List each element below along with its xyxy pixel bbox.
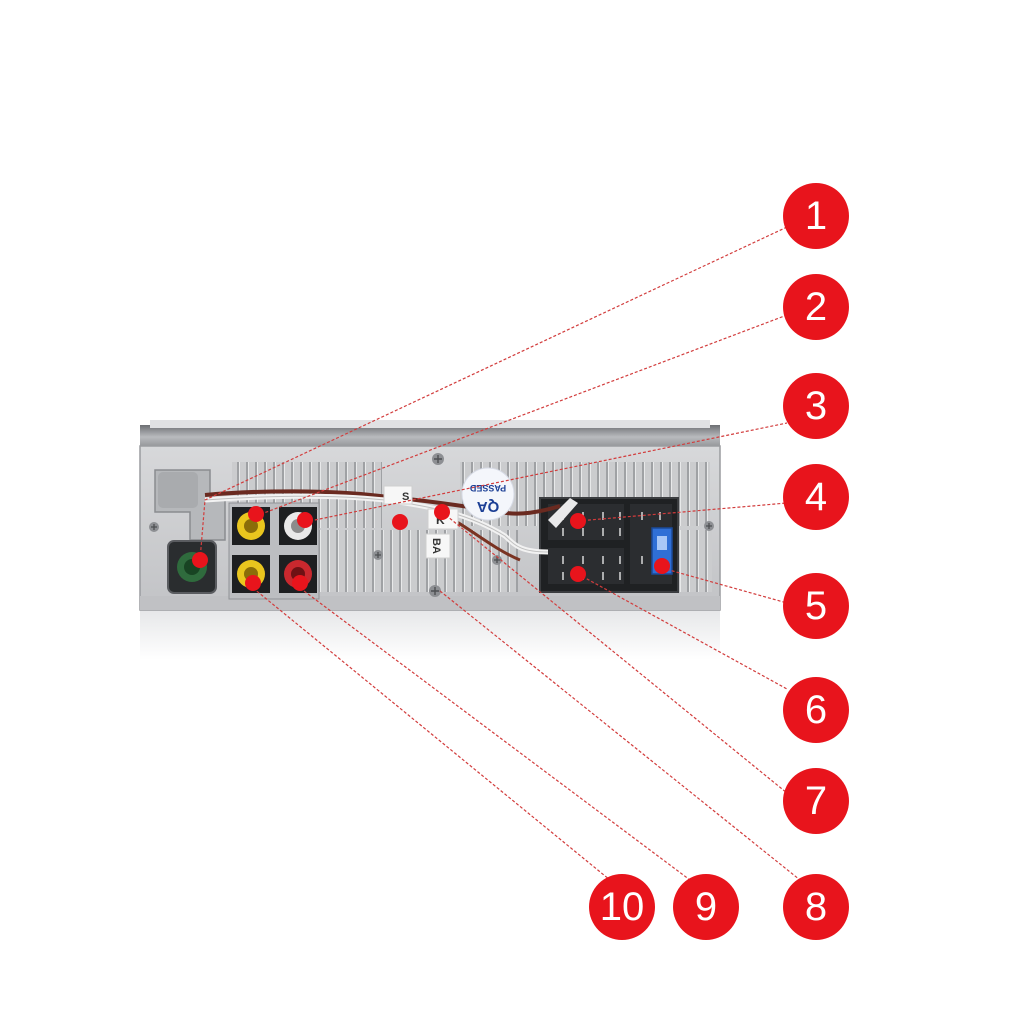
marker-dot (570, 513, 586, 529)
svg-text:8: 8 (805, 885, 827, 929)
surface-reflection (140, 610, 720, 660)
marker-dot (248, 506, 264, 522)
callout-badge-10: 10 (589, 874, 655, 940)
marker-dot (654, 558, 670, 574)
svg-text:10: 10 (600, 885, 645, 929)
antenna-socket (167, 540, 217, 594)
callout-badge-3: 3 (783, 373, 849, 439)
screw-icon (492, 555, 502, 565)
svg-text:7: 7 (805, 779, 827, 823)
antenna-bracket (154, 469, 226, 541)
svg-text:1: 1 (805, 194, 827, 238)
iso-connector (539, 497, 679, 593)
svg-text:6: 6 (805, 688, 827, 732)
chassis-top (140, 420, 720, 449)
callout-badge-5: 5 (783, 573, 849, 639)
leader-line-10 (252, 587, 611, 881)
svg-text:2: 2 (805, 285, 827, 329)
leader-line-7 (441, 511, 788, 794)
svg-text:3: 3 (805, 384, 827, 428)
marker-dot (570, 566, 586, 582)
marker-dots (192, 504, 670, 591)
leader-line-3 (304, 422, 788, 523)
callout-badge-2: 2 (783, 274, 849, 340)
marker-dot (192, 552, 208, 568)
callout-badge-8: 8 (783, 874, 849, 940)
marker-dot (392, 514, 408, 530)
svg-text:9: 9 (695, 885, 717, 929)
leader-line-5 (661, 567, 788, 604)
leader-line-9 (299, 587, 691, 881)
marker-dot (297, 512, 313, 528)
callout-badge-1: 1 (783, 183, 849, 249)
marker-dot (434, 504, 450, 520)
callout-badge-4: 4 (783, 464, 849, 530)
screw-icon (704, 521, 714, 531)
leader-lines (199, 226, 801, 881)
wire-tag-1: S (383, 485, 413, 505)
heat-sink-fins-low-right (680, 530, 712, 592)
heat-sink-fins-mid (318, 530, 518, 592)
svg-text:PASSED: PASSED (469, 483, 506, 493)
screw-icon (149, 522, 159, 532)
marker-dot (245, 575, 261, 591)
leader-line-1 (199, 226, 788, 561)
callout-badge-7: 7 (783, 768, 849, 834)
screw-icon (432, 453, 444, 465)
svg-text:S: S (402, 491, 409, 503)
svg-text:4: 4 (805, 475, 827, 519)
svg-text:K: K (436, 513, 445, 527)
svg-text:QA: QA (477, 498, 500, 515)
marker-dot (292, 575, 308, 591)
screw-icon (373, 550, 383, 560)
qa-passed-sticker: QA PASSED (461, 467, 515, 521)
callout-badges: 1 2 3 4 5 6 7 8 9 10 (589, 183, 849, 940)
svg-text:5: 5 (805, 584, 827, 628)
leader-line-8 (439, 590, 801, 881)
svg-text:BA: BA (430, 538, 442, 554)
screw-icon (429, 585, 441, 597)
wire-tag-3: BA (425, 533, 451, 559)
callout-badge-9: 9 (673, 874, 739, 940)
callout-badge-6: 6 (783, 677, 849, 743)
